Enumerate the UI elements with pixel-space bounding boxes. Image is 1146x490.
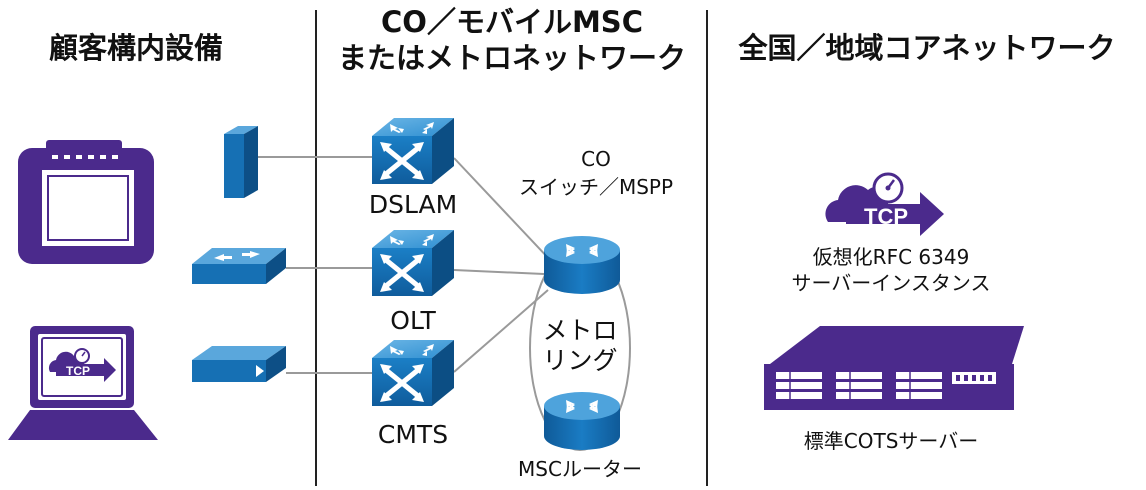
laptop-tcp-text: TCP	[66, 364, 90, 378]
label-metro-ring-line1: メトロ	[542, 316, 618, 345]
cmts-switch-icon	[372, 340, 454, 406]
header-co-metro-line1: CO／モバイルMSC	[381, 5, 643, 39]
ont-switch-icon	[192, 248, 286, 284]
label-virtual-server-line2: サーバーインスタンス	[791, 271, 991, 295]
test-instrument-icon	[18, 140, 154, 264]
label-msc-router: MSCルーター	[518, 457, 642, 481]
laptop-tcp-icon: TCP	[8, 326, 158, 440]
cable-modem-icon	[192, 346, 286, 382]
cloud-tcp-icon: TCP	[825, 172, 944, 236]
cloud-tcp-text: TCP	[864, 204, 908, 229]
olt-switch-icon	[372, 230, 454, 296]
label-virtual-server-line1: 仮想化RFC 6349	[812, 245, 970, 269]
label-dslam: DSLAM	[368, 190, 458, 219]
label-metro-ring-line2: リング	[542, 346, 618, 375]
label-cots-server: 標準COTSサーバー	[803, 429, 979, 453]
co-switch-router-icon	[544, 236, 620, 294]
dslam-switch-icon	[372, 118, 454, 184]
header-core-network: 全国／地域コアネットワーク	[738, 31, 1116, 65]
label-co-switch-line2: スイッチ／MSPP	[518, 175, 674, 199]
msc-router-icon	[544, 392, 620, 450]
label-cmts: CMTS	[377, 420, 449, 449]
connection-links	[258, 156, 553, 374]
label-co-switch-line1: CO	[581, 147, 611, 171]
header-customer-premises: 顧客構内設備	[48, 31, 223, 65]
header-co-metro-line2: またはメトロネットワーク	[337, 41, 686, 75]
cots-server-icon	[764, 326, 1024, 410]
label-olt: OLT	[390, 306, 436, 335]
cpe-modem-icon	[224, 126, 258, 198]
